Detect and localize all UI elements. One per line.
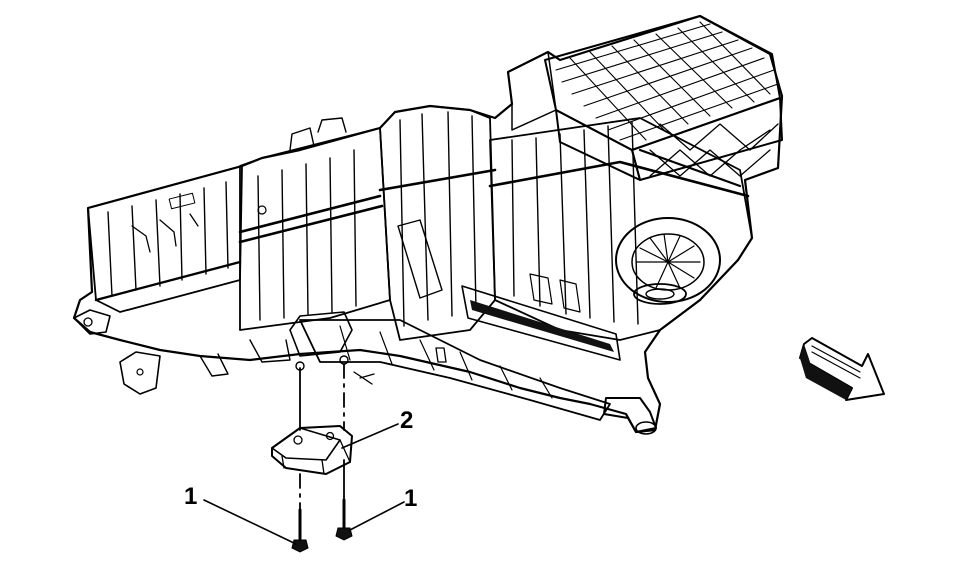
callout-bracket: 2 bbox=[400, 407, 413, 434]
mounting-bracket bbox=[271, 425, 353, 475]
view-direction-arrow-icon bbox=[799, 337, 885, 401]
blower-motor bbox=[615, 217, 721, 305]
callout-bolt-left: 1 bbox=[184, 483, 197, 510]
callout-leaders bbox=[203, 423, 405, 545]
fastener-alignment-lines bbox=[299, 363, 345, 533]
bolt-right bbox=[335, 498, 353, 541]
hvac-module-housing bbox=[72, 14, 784, 435]
air-filter-housing bbox=[507, 15, 783, 181]
bolt-left bbox=[291, 508, 309, 553]
seal-band bbox=[461, 273, 621, 361]
callout-bolt-right: 1 bbox=[404, 485, 417, 512]
